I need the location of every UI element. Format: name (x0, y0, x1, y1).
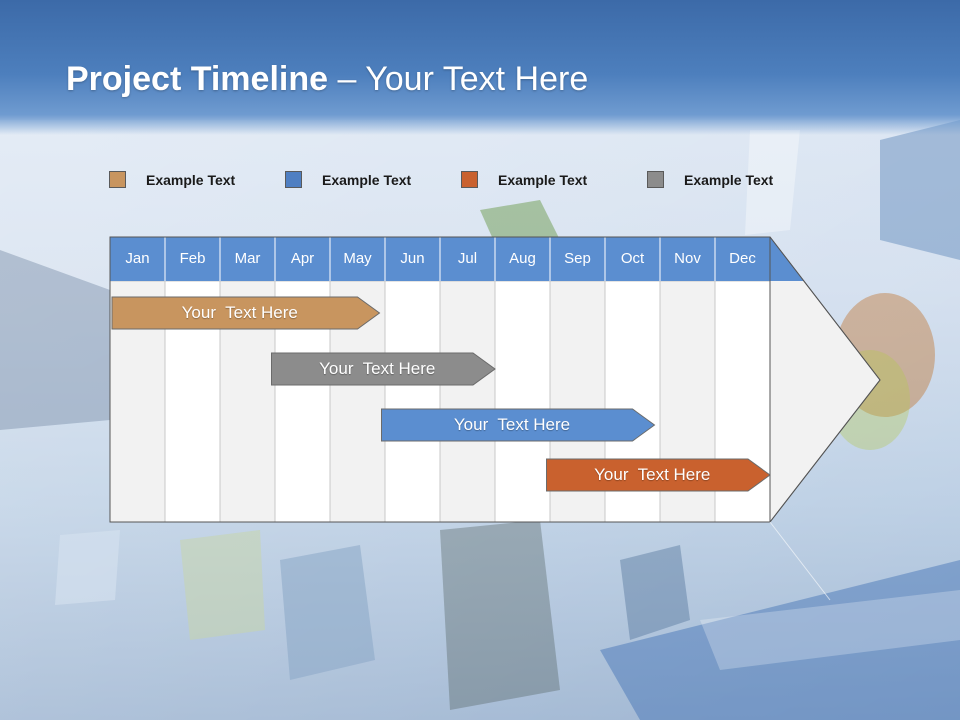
legend-swatch (647, 171, 664, 188)
legend-swatch (109, 171, 126, 188)
legend-label: Example Text (322, 172, 412, 188)
task-arrow (271, 352, 496, 386)
legend-label: Example Text (146, 172, 236, 188)
month-label: Dec (729, 250, 756, 267)
month-header-dividers (164, 237, 716, 281)
task-label: Your Text Here (594, 465, 711, 484)
legend-swatch (285, 171, 302, 188)
task-label: Your Text Here (181, 303, 298, 322)
task-arrow (381, 408, 656, 442)
month-label: Sep (564, 250, 591, 267)
legend-label: Example Text (498, 172, 588, 188)
month-label: Aug (509, 250, 536, 267)
month-header-bar (110, 237, 804, 281)
task-arrows (111, 296, 771, 492)
slide-title-rest: – Your Text Here (328, 60, 589, 98)
month-column (439, 280, 496, 523)
timeline-arrow-outline (769, 236, 881, 523)
month-label: Apr (290, 250, 315, 267)
timeline-reflection (769, 521, 831, 601)
month-label: Jul (457, 250, 478, 267)
legend-swatch (461, 171, 478, 188)
month-label: Jan (125, 250, 150, 267)
legend-label: Example Text (684, 172, 774, 188)
timeline-frame (109, 236, 771, 523)
task-label: Your Text Here (319, 359, 436, 378)
month-column (494, 280, 551, 523)
slide-title: Project Timeline – Your Text Here (66, 60, 588, 99)
task-label: Your Text Here (453, 415, 571, 434)
month-label: Mar (234, 250, 261, 267)
month-label: May (343, 250, 372, 267)
task-arrow (111, 296, 381, 330)
header-band (0, 0, 960, 135)
month-label: Nov (674, 250, 701, 267)
month-label: Feb (179, 250, 206, 267)
task-arrow (546, 458, 771, 492)
month-label: Jun (400, 250, 425, 267)
month-label: Oct (620, 250, 645, 267)
month-column (384, 280, 441, 523)
slide-title-bold: Project Timeline (66, 60, 329, 98)
